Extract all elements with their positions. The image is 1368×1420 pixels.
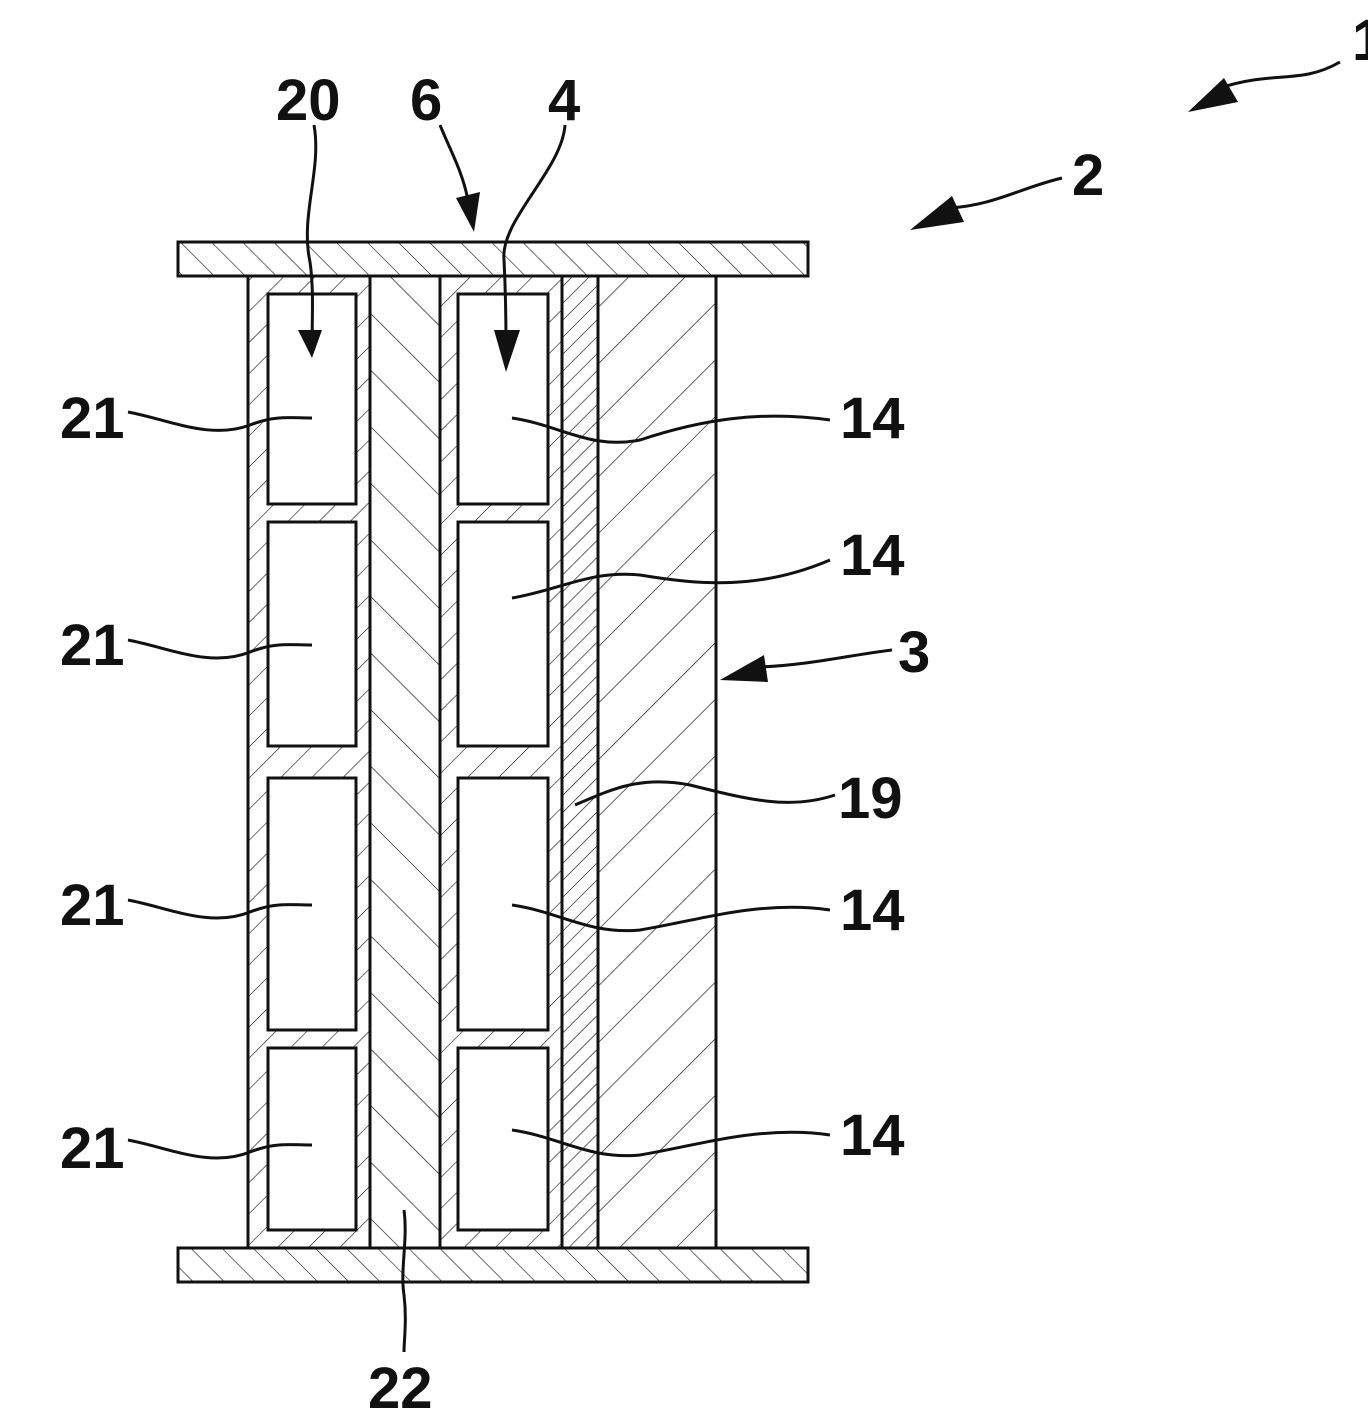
label-4: 4 bbox=[548, 68, 580, 133]
label-21-4: 21 bbox=[60, 1116, 125, 1181]
label-14-3: 14 bbox=[840, 878, 905, 943]
central-column bbox=[370, 276, 440, 1248]
label-20: 20 bbox=[276, 68, 341, 133]
label-14-1: 14 bbox=[840, 386, 905, 451]
cell-14-1 bbox=[458, 294, 548, 504]
bottom-plate bbox=[178, 1248, 808, 1282]
label-3: 3 bbox=[898, 620, 930, 685]
label-21-1: 21 bbox=[60, 386, 125, 451]
label-22: 22 bbox=[368, 1356, 433, 1420]
label-2: 2 bbox=[1072, 143, 1104, 208]
label-14-4: 14 bbox=[840, 1103, 905, 1168]
outer-layer bbox=[598, 276, 716, 1248]
cell-21-4 bbox=[268, 1048, 356, 1230]
label-1: 1 bbox=[1352, 8, 1368, 73]
label-19: 19 bbox=[838, 766, 903, 831]
cell-14-4 bbox=[458, 1048, 548, 1230]
label-21-3: 21 bbox=[60, 873, 125, 938]
cell-14-2 bbox=[458, 522, 548, 746]
cell-21-2 bbox=[268, 522, 356, 746]
label-21-2: 21 bbox=[60, 613, 125, 678]
cell-14-3 bbox=[458, 778, 548, 1030]
top-plate bbox=[178, 242, 808, 276]
label-6: 6 bbox=[410, 68, 442, 133]
layer-19 bbox=[562, 276, 598, 1248]
label-14-2: 14 bbox=[840, 523, 905, 588]
